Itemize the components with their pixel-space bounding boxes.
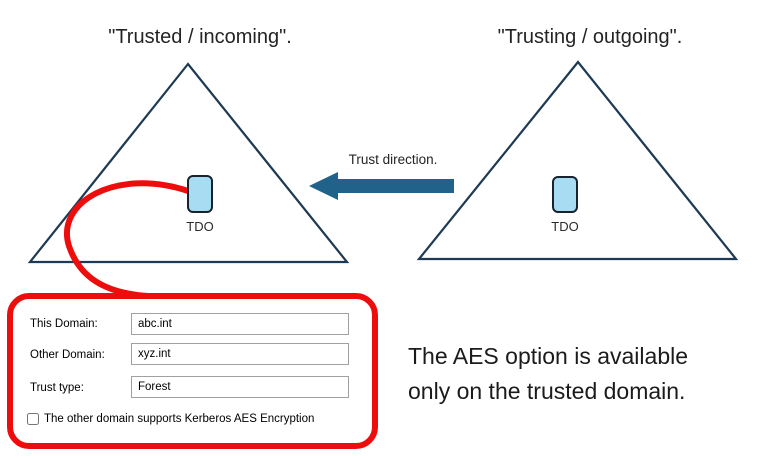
other-domain-input[interactable] bbox=[131, 343, 349, 365]
trusting-domain-title: "Trusting / outgoing". bbox=[497, 26, 683, 48]
tdo-label-trusted: TDO bbox=[186, 219, 214, 234]
trusted-domain-title: "Trusted / incoming". bbox=[108, 26, 292, 48]
other-domain-label: Other Domain: bbox=[30, 349, 105, 361]
aes-encryption-checkbox[interactable] bbox=[27, 413, 39, 425]
trusted-domain-triangle bbox=[27, 62, 350, 264]
tdo-object-trusting bbox=[552, 176, 578, 213]
tdo-callout-connector-line bbox=[64, 180, 191, 299]
trusting-domain-triangle bbox=[416, 60, 739, 261]
aes-note-line-1: The AES option is available bbox=[408, 343, 689, 369]
aes-encryption-checkbox-label: The other domain supports Kerberos AES E… bbox=[44, 413, 315, 425]
aes-note: The AES option is available only on the … bbox=[408, 339, 738, 409]
aes-note-line-2: only on the trusted domain. bbox=[408, 378, 686, 404]
tdo-object-trusted bbox=[187, 175, 213, 213]
trust-direction-arrow-icon bbox=[309, 172, 454, 200]
trust-type-input[interactable] bbox=[131, 376, 349, 398]
trust-dialog-callout bbox=[7, 293, 378, 449]
trust-type-label: Trust type: bbox=[30, 382, 84, 394]
this-domain-input[interactable] bbox=[131, 313, 349, 335]
tdo-label-trusting: TDO bbox=[551, 219, 579, 234]
trust-direction-label: Trust direction. bbox=[348, 152, 438, 167]
this-domain-label: This Domain: bbox=[30, 318, 98, 330]
